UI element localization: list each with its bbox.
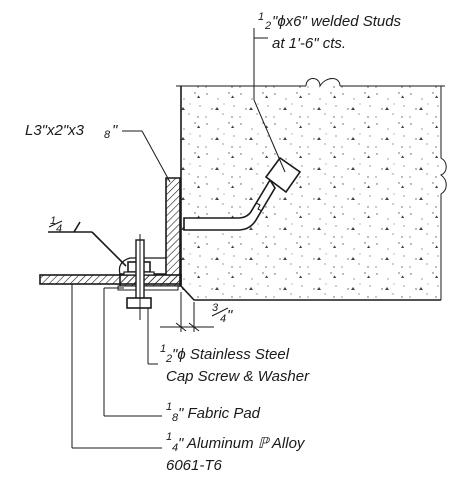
pad-callout: 1 8 " Fabric Pad [103, 287, 261, 424]
screw-label-line1: "ϕ Stainless Steel [172, 346, 290, 363]
angle-label: L3"x2"x3 [25, 122, 85, 139]
studs-frac-den: 2 [264, 20, 271, 32]
weld-size-num: 1 [50, 215, 56, 227]
angle-callout: L3"x2"x3 8 " [25, 122, 171, 183]
studs-frac-num: 1 [258, 11, 264, 23]
plate-label-line1: " Aluminum ℙ Alloy [178, 435, 306, 452]
plate-frac-den: 4 [172, 442, 178, 454]
studs-callout: 1 2 "ϕx6" welded Studs at 1'-6" cts. [253, 11, 402, 173]
angle-frac-den: 8 [104, 129, 111, 141]
cap-screw [123, 234, 155, 320]
weld-size-den: 4 [56, 223, 62, 235]
plate-callout: 1 4 " Aluminum ℙ Alloy 6061-T6 [71, 284, 306, 474]
studs-label-line2: at 1'-6" cts. [272, 35, 346, 52]
dimension-frac-den: 4 [220, 313, 226, 325]
screw-frac-num: 1 [160, 343, 166, 355]
fillet-weld [118, 257, 166, 275]
plate-frac-num: 1 [166, 431, 172, 443]
studs-label-line1: "ϕx6" welded Studs [272, 13, 402, 30]
pad-frac-num: 1 [166, 401, 172, 413]
fabric-pad [117, 285, 179, 291]
welded-stud [183, 156, 302, 231]
angle-label-tail: " [112, 122, 118, 139]
pad-label: " Fabric Pad [178, 405, 261, 422]
dimension-tail: " [227, 307, 233, 324]
plate-label-line2: 6061-T6 [166, 457, 223, 474]
screw-frac-den: 2 [165, 353, 172, 365]
screw-label-line2: Cap Screw & Washer [166, 368, 310, 385]
dimension-3-4: 3 4 " [160, 292, 233, 332]
pad-frac-den: 8 [172, 412, 179, 424]
dimension-frac-num: 3 [212, 302, 219, 314]
concrete-slab [176, 78, 447, 301]
screw-callout: 1 2 "ϕ Stainless Steel Cap Screw & Washe… [147, 308, 310, 385]
weld-callout: 1 4 [48, 215, 127, 267]
aluminum-plate [39, 274, 182, 285]
